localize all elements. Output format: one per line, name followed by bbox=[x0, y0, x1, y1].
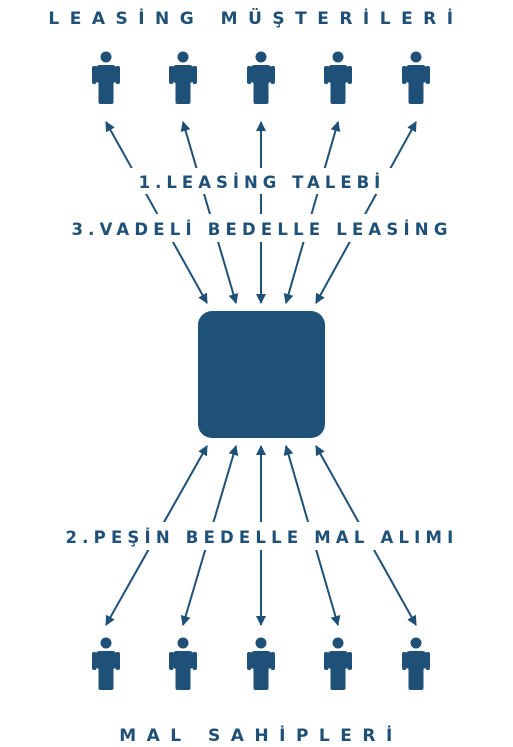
person-icon bbox=[169, 51, 197, 104]
person-icon bbox=[402, 637, 430, 690]
step2-label: 2.PEŞİN BEDELLE MAL ALIMI bbox=[66, 528, 459, 547]
person-icon bbox=[324, 51, 352, 104]
person-icon bbox=[169, 637, 197, 690]
person-icon bbox=[247, 637, 275, 690]
arrow bbox=[315, 121, 417, 304]
person-icon bbox=[92, 637, 120, 690]
step1-label: 1.LEASİNG TALEBİ bbox=[139, 173, 386, 192]
arrow bbox=[180, 121, 239, 304]
bottom-title: MAL SAHİPLERİ bbox=[119, 724, 403, 746]
person-icon bbox=[324, 637, 352, 690]
top-title: LEASİNG MÜŞTERİLERİ bbox=[48, 7, 463, 29]
person-icon bbox=[402, 51, 430, 104]
person-icon bbox=[247, 51, 275, 104]
step3-label: 3.VADELİ BEDELLE LEASİNG bbox=[71, 220, 452, 239]
person-icon bbox=[92, 51, 120, 104]
leasing-company-box bbox=[198, 311, 325, 438]
